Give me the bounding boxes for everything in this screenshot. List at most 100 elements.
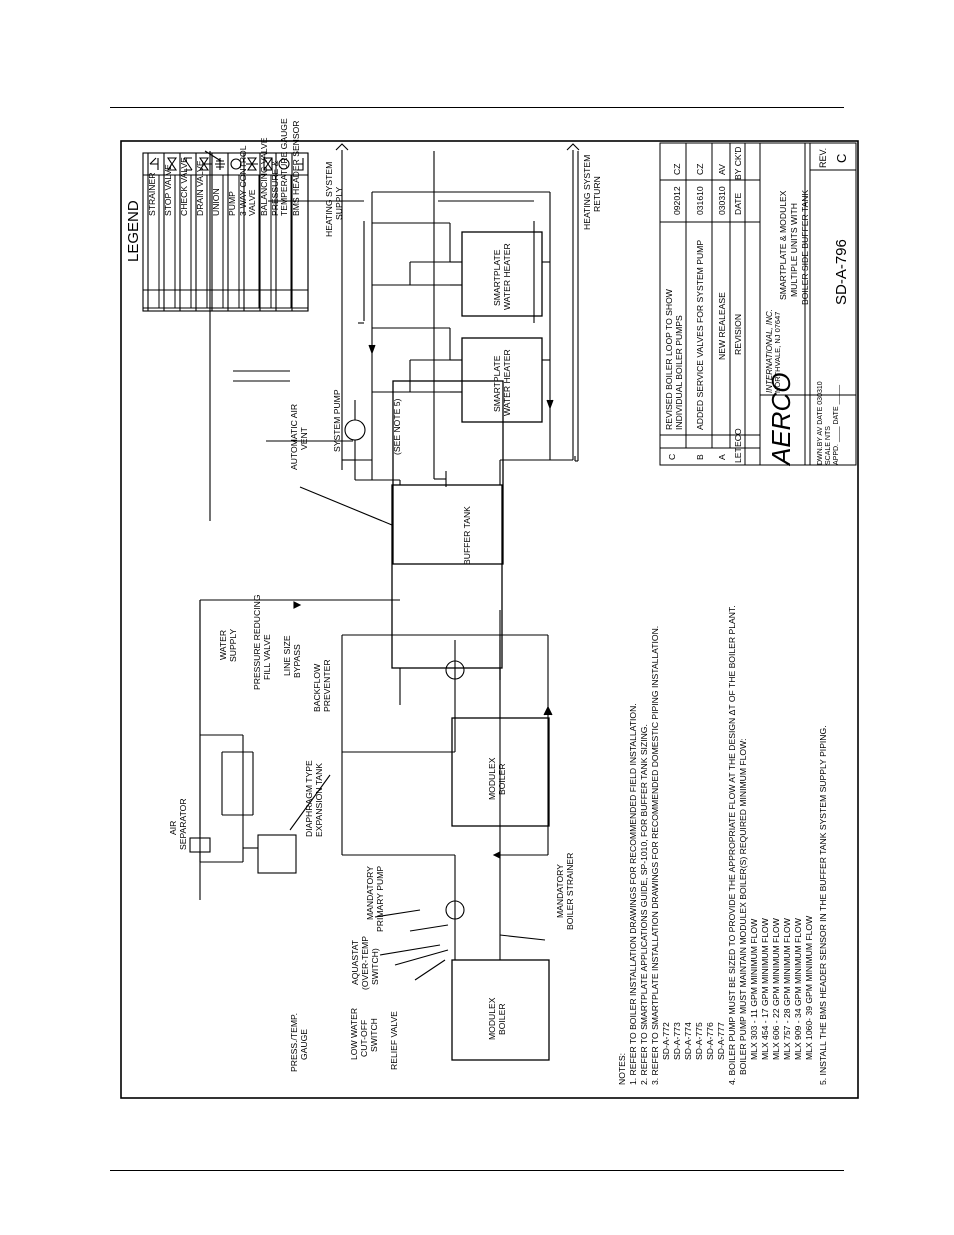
label-prv: PRESSURE REDUCING — [252, 594, 262, 690]
label-heating-return: HEATING SYSTEM — [582, 155, 592, 230]
smartplate-heater-2 — [461, 337, 543, 423]
system-pump — [344, 419, 366, 441]
legend-item-union: UNION — [211, 188, 221, 216]
legend-item-3way: 3-WAY CONTROL — [238, 145, 248, 216]
label-diaphragm-2: EXPANSION TANK — [314, 763, 324, 837]
label-backflow-2: PREVENTER — [322, 659, 332, 712]
label-modulex-2b: BOILER — [497, 1003, 507, 1035]
rev-label: REV. — [818, 148, 828, 168]
label-lwco-3: SWITCH — [369, 1018, 379, 1052]
label-smartplate-1b: WATER HEATER — [502, 243, 512, 310]
drain-valve-icon — [198, 157, 212, 171]
stop-valve-icon — [166, 157, 178, 171]
note-4-mlx-757: MLX 757 - 28 GPM MINIMUM FLOW — [782, 917, 792, 1060]
note-4-mlx-909: MLX 909 - 34 GPM MINIMUM FLOW — [793, 917, 803, 1060]
legend — [142, 152, 309, 312]
rev-a-text: NEW REALEASE — [717, 292, 727, 360]
label-system-pump: SYSTEM PUMP — [332, 389, 342, 452]
label-heating-return-2: RETURN — [592, 176, 602, 212]
drawing-border — [120, 140, 859, 1099]
pump-icon — [230, 158, 242, 170]
note-3-ref-774: SD-A-774 — [683, 1022, 693, 1060]
label-aquastat-3: SWITCH) — [370, 948, 380, 985]
drawing-number: SD-A-796 — [833, 239, 850, 305]
label-press-temp: PRESS./TEMP. — [289, 1013, 299, 1072]
diaphragm-leader — [289, 774, 331, 831]
buffer-tank-body — [391, 484, 503, 669]
label-bypass: LINE SIZE — [282, 635, 292, 676]
company-city: NORTHVALE, NJ 07647 — [773, 312, 782, 393]
note-3-ref-775: SD-A-775 — [694, 1022, 704, 1060]
note-5: 5. INSTALL THE BMS HEADER SENSOR IN THE … — [818, 725, 828, 1085]
rev-a-let: A — [717, 454, 727, 460]
legend-item-balancing: BALANCING VALVE — [259, 137, 269, 216]
rev-c-by: CZ — [672, 164, 682, 175]
legend-item-pt-2: TEMPERATURE GAUGE — [279, 118, 289, 216]
vent-leader — [299, 486, 393, 526]
legend-item-check-valve: CHECK VALVE — [179, 157, 189, 216]
schematic-lines — [189, 143, 580, 1061]
label-auto-air-vent: AUTOMATIC AIR — [289, 404, 299, 470]
rev-header-eco: ECO — [733, 428, 743, 447]
rev-header-let: LET — [733, 446, 743, 463]
rotated-drawing — [142, 150, 579, 565]
rev-c-date: 092012 — [672, 186, 682, 215]
buffer-tank — [392, 380, 504, 565]
label-heating-supply-2: SUPPLY — [334, 186, 344, 220]
legend-item-pt: PRESSURE & — [270, 160, 280, 216]
label-lwco: LOW WATER — [349, 1008, 359, 1060]
dwn-by: DWN.BY AV DATE 030310 — [817, 381, 824, 465]
legend-item-pump: PUMP — [227, 191, 237, 216]
note-3: 3. REFER TO SMARTPLATE INSTALLATION DRAW… — [650, 626, 660, 1085]
rev-c-text-2: INDIVIDUAL BOILER PUMPS — [674, 315, 684, 430]
boiler-pump-2 — [445, 900, 465, 920]
label-air-separator: AIR — [168, 821, 178, 835]
label-smartplate-2: SMARTPLATE — [492, 355, 502, 412]
strainer-icon — [149, 157, 159, 170]
note-4-mlx-303: MLX 303 - 11 GPM MINIMUM FLOW — [749, 918, 759, 1060]
rev-b-by: CZ — [695, 164, 705, 175]
rev-b-let: B — [695, 454, 705, 460]
label-backflow: BACKFLOW — [312, 663, 322, 712]
piping — [204, 150, 579, 565]
legend-item-bms: BMS HEADER SENSOR — [291, 120, 301, 216]
rev-a-date: 030310 — [717, 186, 727, 215]
rev-b-date: 031610 — [695, 186, 705, 215]
label-bypass-2: BYPASS — [292, 644, 302, 678]
label-buffer-tank: BUFFER TANK — [462, 506, 472, 565]
label-smartplate-2b: WATER HEATER — [502, 349, 512, 416]
note-3-ref-772: SD-A-772 — [661, 1022, 671, 1060]
label-heating-supply: HEATING SYSTEM — [324, 162, 334, 237]
scale: SCALE NTS — [825, 426, 832, 465]
label-modulex-1: MODULEX — [487, 757, 497, 800]
label-boiler-strainer-2: BOILER STRAINER — [565, 853, 575, 930]
three-way-valve-icon — [246, 157, 258, 171]
legend-title: LEGEND — [125, 200, 142, 262]
rev-header-revision: REVISION — [733, 314, 743, 355]
label-smartplate-1: SMARTPLATE — [492, 249, 502, 306]
label-water-supply: WATER — [218, 630, 228, 660]
note-4: 4. BOILER PUMP MUST BE SIZED TO PROVIDE … — [727, 605, 737, 1085]
smartplate-heater-1 — [461, 231, 543, 317]
approved: APPD. ____ DATE _____ — [833, 385, 840, 465]
check-valve-icon — [183, 157, 193, 171]
label-primary-pump-2: PRIMARY PUMP — [375, 866, 385, 932]
label-lwco-2: CUT-OFF — [359, 1020, 369, 1057]
company-name: INTERNATIONAL, INC. — [765, 309, 774, 393]
legend-item-stop-valve: STOP VALVE — [163, 164, 173, 216]
label-primary-pump: MANDATORY — [365, 866, 375, 920]
note-4-mlx-454: MLX 454 - 17 GPM MINIMUM FLOW — [760, 917, 770, 1060]
legend-grid — [142, 152, 309, 309]
revision-table — [659, 142, 761, 466]
notes-heading: NOTES: — [617, 1053, 627, 1085]
label-aquastat-2: (OVER-TEMP — [360, 936, 370, 990]
label-modulex-1b: BOILER — [497, 763, 507, 795]
rev-value: C — [834, 154, 849, 163]
balancing-valve-icon — [263, 157, 273, 171]
label-boiler-strainer: MANDATORY — [555, 864, 565, 918]
note-2: 2. REFER TO SMARTPLATE APPLICATIONS GUID… — [639, 724, 649, 1085]
union-icon — [215, 158, 225, 170]
expansion-tank — [257, 834, 297, 874]
label-relief-valve: RELIEF VALVE — [389, 1011, 399, 1070]
